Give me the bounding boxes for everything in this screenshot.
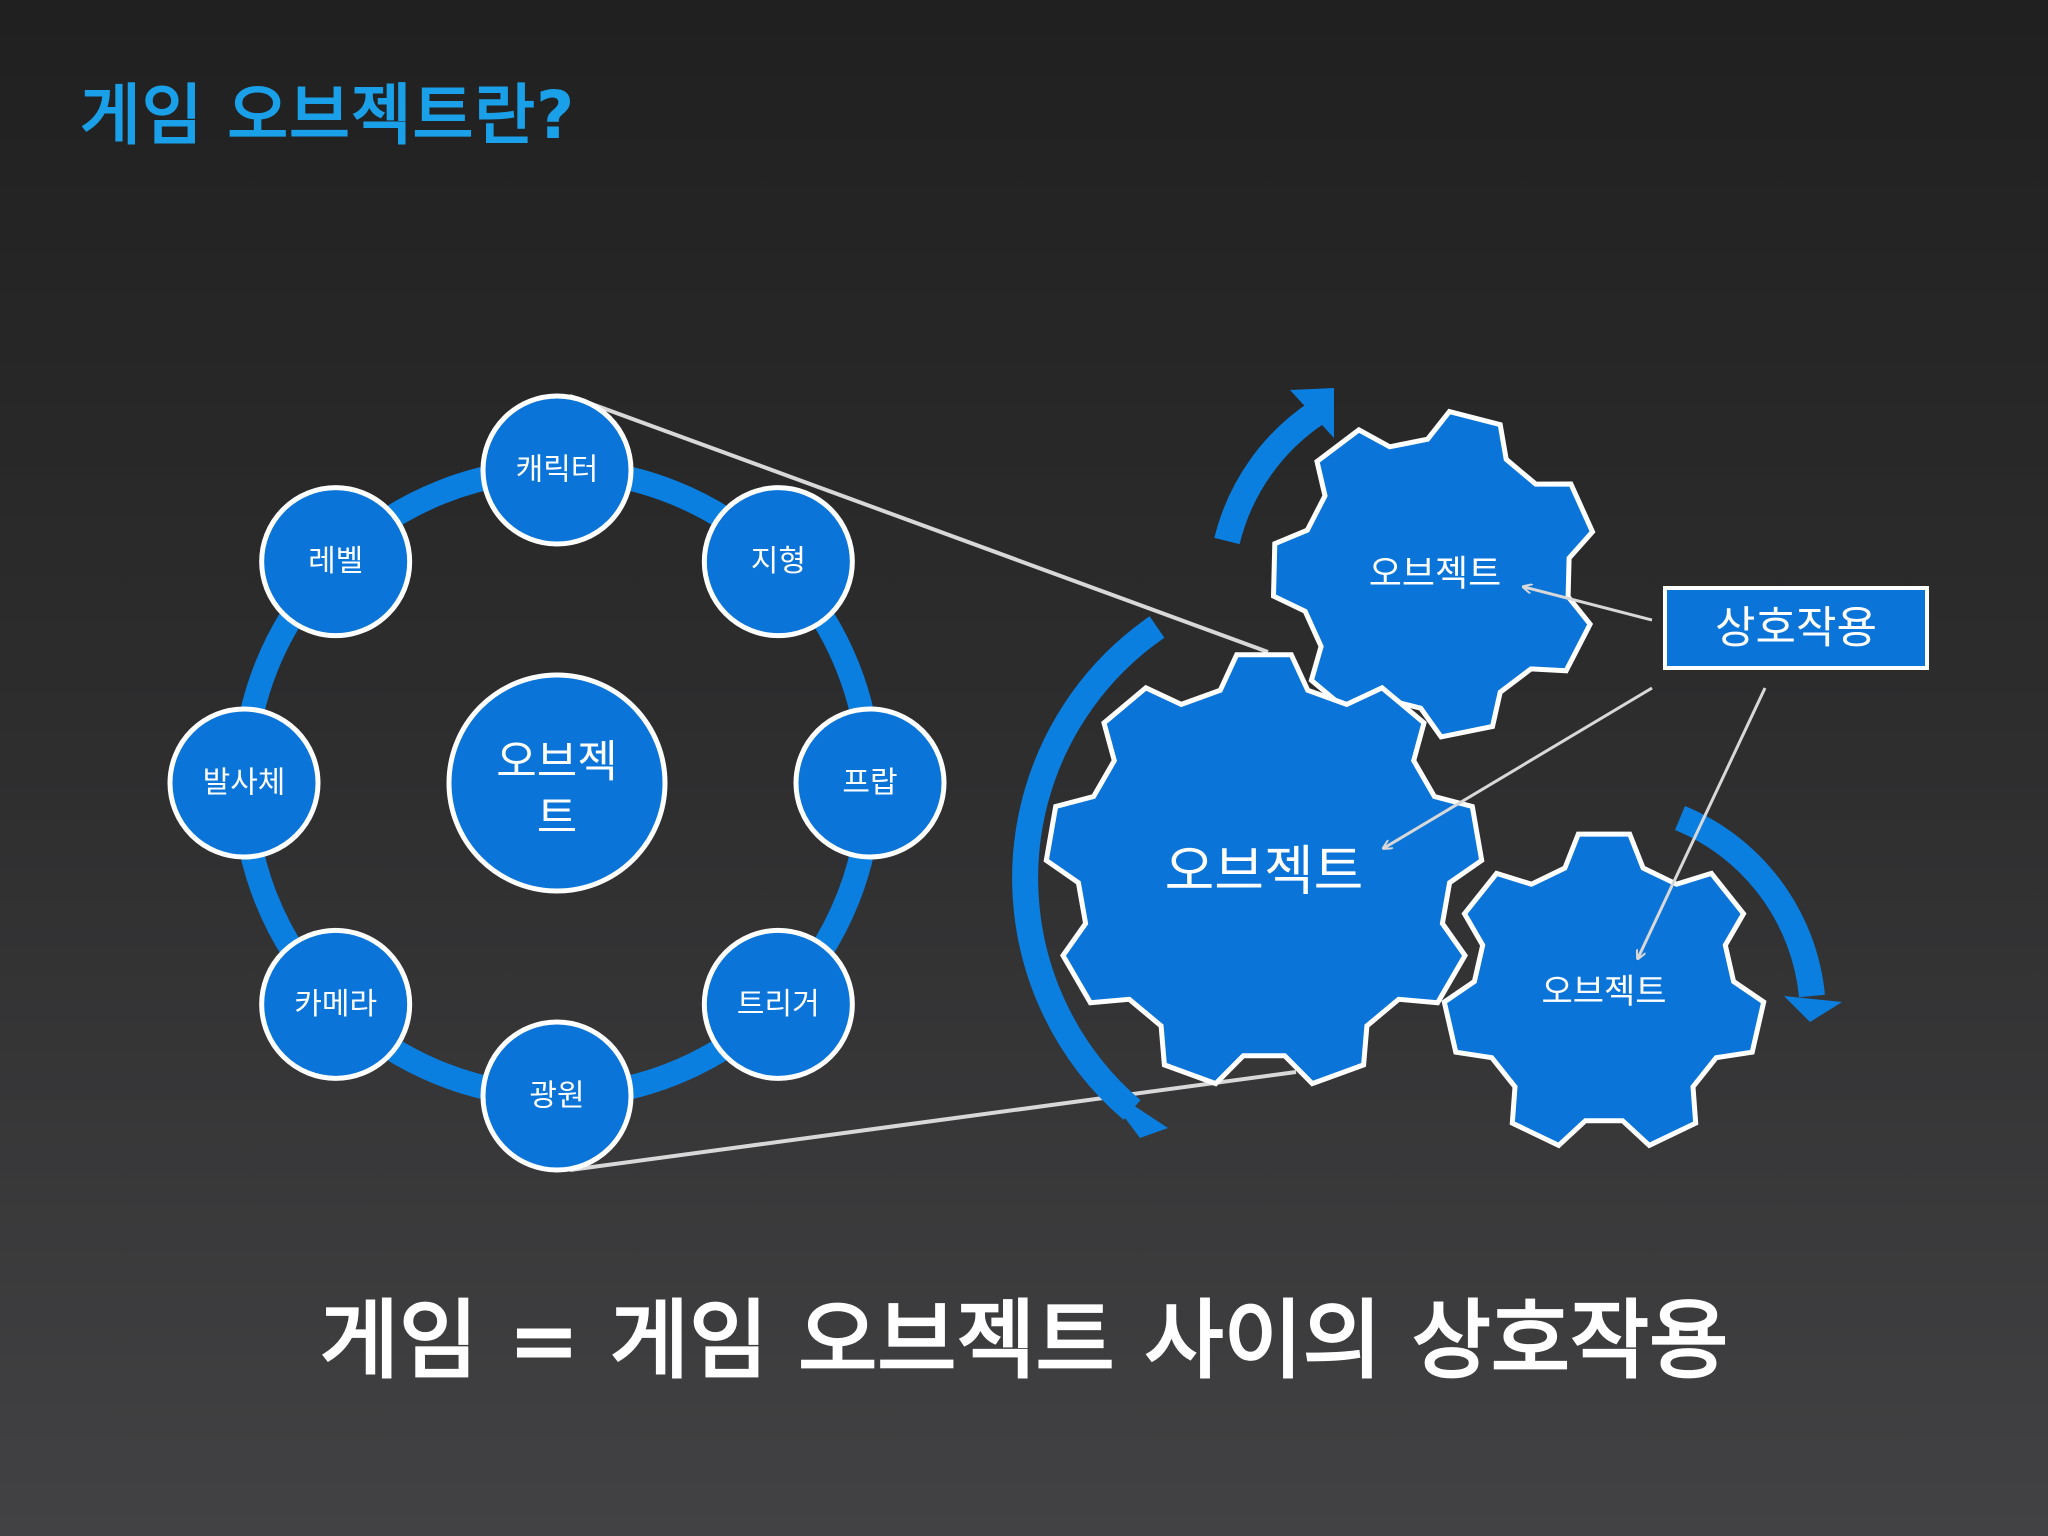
ring-node-circle bbox=[701, 927, 855, 1081]
ring-node: 캐릭터 bbox=[480, 393, 634, 547]
callout-arrow-bottom bbox=[1638, 687, 1767, 958]
ring-node-circle bbox=[701, 485, 855, 639]
interaction-callout: 상호작용 bbox=[1384, 586, 1929, 958]
ring-node-circle bbox=[480, 1019, 634, 1173]
ring-node-label: 카메라 bbox=[294, 987, 377, 1022]
ring-node-label: 캐릭터 bbox=[516, 453, 599, 488]
zoom-line-top bbox=[569, 394, 1269, 654]
ring-node-label: 지형 bbox=[751, 544, 806, 579]
rotation-arc-bottom bbox=[1674, 805, 1825, 998]
ring-node-circle bbox=[480, 393, 634, 547]
callout-arrow-large bbox=[1384, 686, 1653, 848]
gear-bottom-shape bbox=[1441, 831, 1767, 1149]
ring-node-circle bbox=[793, 706, 947, 860]
callout-arrow-top bbox=[1524, 587, 1653, 622]
slide-title: 게임 오브젝트란? bbox=[80, 77, 576, 154]
center-node-label-line2: 트 bbox=[537, 793, 577, 844]
gear-large-shape bbox=[1043, 652, 1485, 1087]
rotation-arrowhead-large bbox=[1098, 1082, 1168, 1138]
center-node-label-line1: 오브젝 bbox=[496, 737, 617, 788]
ring-node: 카메라 bbox=[259, 927, 413, 1081]
gear-bottom-label: 오브젝트 bbox=[1541, 972, 1666, 1012]
rotation-arc-top bbox=[1214, 401, 1326, 545]
gear-top-label: 오브젝트 bbox=[1369, 554, 1501, 595]
ring-node: 프랍 bbox=[793, 706, 947, 860]
ring-node-label: 프랍 bbox=[842, 766, 897, 801]
interaction-label: 상호작용 bbox=[1715, 603, 1877, 654]
ring-node-label: 트리거 bbox=[737, 987, 820, 1022]
center-node bbox=[446, 672, 668, 894]
gear-bottom bbox=[1441, 831, 1767, 1149]
ring-node-label: 광원 bbox=[529, 1079, 584, 1114]
ring-node-label: 발사체 bbox=[203, 766, 286, 801]
rotation-arrowhead-bottom bbox=[1784, 996, 1842, 1022]
gear-large bbox=[1043, 652, 1485, 1087]
ring-node-circle bbox=[259, 485, 413, 639]
ring-node: 트리거 bbox=[701, 927, 855, 1081]
ring-node-circle bbox=[167, 706, 321, 860]
ring-node-circle bbox=[259, 927, 413, 1081]
ring-node: 광원 bbox=[480, 1019, 634, 1173]
rotation-arrowhead-top bbox=[1290, 388, 1334, 438]
gear-top bbox=[1270, 408, 1596, 740]
ring-node-label: 레벨 bbox=[308, 544, 363, 579]
rotation-arrows bbox=[1012, 388, 1842, 1138]
zoom-line-bottom bbox=[569, 1070, 1297, 1172]
rotation-arc-large bbox=[1012, 616, 1165, 1120]
gear-large-label: 오브젝트 bbox=[1165, 840, 1364, 903]
interaction-box bbox=[1663, 586, 1929, 670]
gear-top-shape bbox=[1270, 408, 1596, 740]
ring-node: 발사체 bbox=[167, 706, 321, 860]
summary-statement: 게임 = 게임 오브젝트 사이의 상호작용 bbox=[319, 1291, 1729, 1391]
ring-node: 지형 bbox=[701, 485, 855, 639]
ring-node: 레벨 bbox=[259, 485, 413, 639]
